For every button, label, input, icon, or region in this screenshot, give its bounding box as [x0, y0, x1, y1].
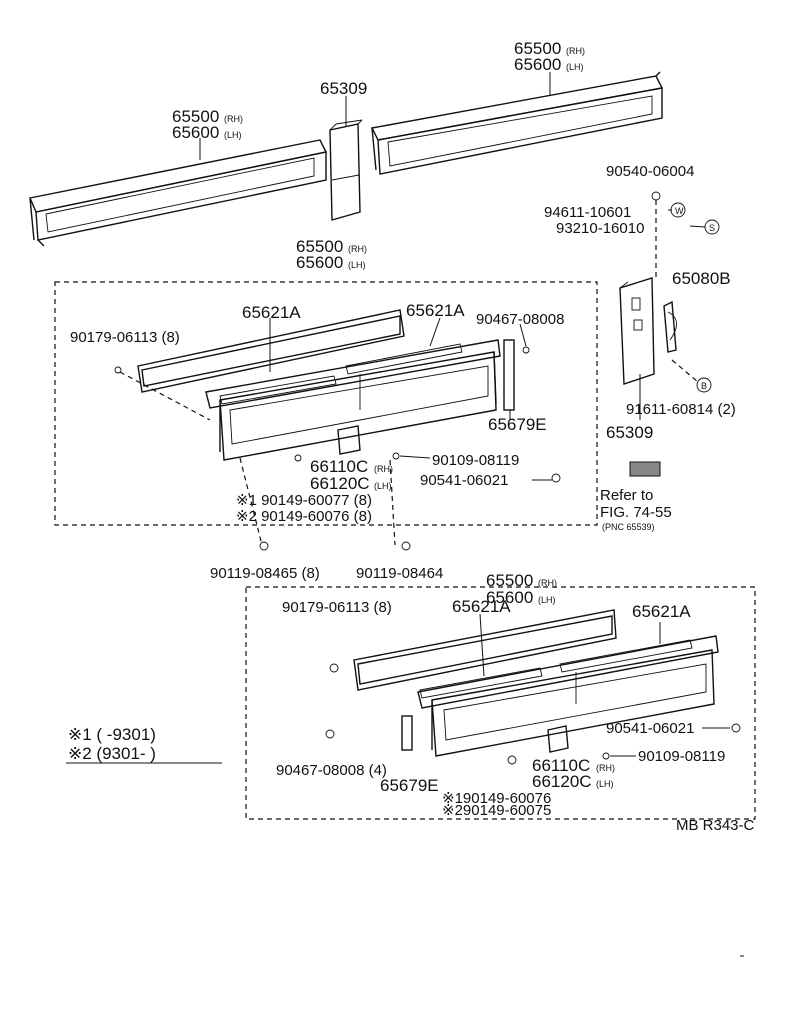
lbl-lower-90541: 90541-06021	[606, 720, 694, 737]
label-top-left: 65500 (RH) 65600 (LH)	[172, 107, 243, 142]
lower-stay-65679e	[401, 715, 413, 751]
lower-strip	[419, 639, 693, 699]
rh-tag: (RH)	[224, 114, 243, 124]
lbl-93210: 93210-16010	[556, 220, 644, 237]
lbl-mid-66120c: 66120C	[310, 474, 370, 493]
circle-b: B	[701, 381, 707, 391]
label-lower: 65500 (RH) 65600 (LH)	[486, 571, 557, 607]
lower-frame	[417, 635, 719, 757]
rh-tag: (RH)	[596, 763, 615, 773]
lbl-mid-note1: ※1 90149-60077 (8)	[236, 492, 372, 509]
lbl-mid-lh: 65600	[296, 253, 343, 272]
lbl-mid-65621a-1: 65621A	[242, 303, 301, 322]
top-left-panel	[29, 139, 328, 247]
lbl-refer-3: (PNC 65539)	[602, 522, 655, 532]
lbl-bolt-1: 90119-08465 (8)	[210, 565, 320, 582]
mid-cover-panel	[137, 309, 405, 393]
lbl-bolt-2: 90119-08464	[356, 565, 443, 582]
rh-tag: (RH)	[374, 464, 393, 474]
lbl-mid-66110c: 66110C	[310, 457, 368, 476]
lower-cover-panel	[353, 609, 617, 691]
lh-tag: (LH)	[348, 260, 366, 270]
lbl-94611: 94611-10601	[544, 204, 631, 221]
mid-stay-65679e	[503, 339, 515, 411]
lbl-top-left-rh: 65500	[172, 107, 219, 126]
lbl-mid-90109: 90109-08119	[432, 452, 519, 469]
rh-tag: (RH)	[538, 578, 557, 588]
mid-hinge	[337, 425, 361, 455]
lbl-top-left-lh: 65600	[172, 123, 219, 142]
lbl-top-right-rh: 65500	[514, 39, 561, 58]
lower-box	[245, 586, 756, 820]
lbl-mid-65621a-2: 65621A	[406, 301, 465, 320]
right-bracket-65309	[619, 277, 655, 385]
lh-tag: (LH)	[596, 779, 614, 789]
refer-block	[629, 461, 661, 477]
mid-box	[54, 281, 598, 526]
circle-w: W	[675, 206, 684, 216]
label-top-right: 65500 (RH) 65600 (LH)	[514, 39, 585, 74]
lbl-lower-66120c: 66120C	[532, 772, 592, 791]
lbl-lower-screw: 90179-06113 (8)	[282, 599, 392, 616]
lbl-lower-66110c: 66110C	[532, 756, 590, 775]
top-center-bracket	[329, 119, 363, 221]
footnote-1: ※1 ( -9301)	[68, 725, 156, 744]
lbl-mid-90467: 90467-08008	[476, 311, 564, 328]
mid-frame	[205, 339, 501, 461]
lbl-lower-65621a-2: 65621A	[632, 602, 691, 621]
lbl-lower-90109: 90109-08119	[638, 748, 725, 765]
footnote-2: ※2 (9301- )	[68, 744, 156, 763]
lbl-mid-90541: 90541-06021	[420, 472, 508, 489]
lbl-mid-note2: ※2 90149-60076 (8)	[236, 508, 372, 525]
lbl-mid-screw: 90179-06113 (8)	[70, 329, 180, 346]
lbl-lower-note1: ※190149-60076	[442, 790, 551, 807]
lbl-lower-note2: ※290149-60075	[442, 802, 551, 819]
label-mid: 65500 (RH) 65600 (LH)	[296, 237, 367, 272]
lbl-lower-rh: 65500	[486, 571, 533, 590]
lbl-refer-2: FIG. 74-55	[600, 504, 672, 521]
lbl-65309-right: 65309	[606, 423, 653, 442]
lbl-lower-90467: 90467-08008 (4)	[276, 762, 387, 779]
lbl-lower-65679e: 65679E	[380, 776, 439, 795]
lh-tag: (LH)	[566, 62, 584, 72]
lbl-lower-lh: 65600	[486, 588, 533, 607]
lbl-mid-65679e: 65679E	[488, 415, 547, 434]
circle-s: S	[709, 223, 715, 233]
lbl-90540: 90540-06004	[606, 163, 694, 180]
figure-code: MB R343-C	[676, 817, 755, 834]
lower-hinge	[547, 725, 569, 753]
rh-tag: (RH)	[566, 46, 585, 56]
lbl-top-center: 65309	[320, 79, 367, 98]
lh-tag: (LH)	[374, 481, 392, 491]
rh-tag: (RH)	[348, 244, 367, 254]
top-right-panel	[370, 71, 664, 175]
lbl-refer-1: Refer to	[600, 487, 653, 504]
lbl-lower-65621a-1: 65621A	[452, 597, 511, 616]
lh-tag: (LH)	[538, 595, 556, 605]
lbl-91611: 91611-60814 (2)	[626, 401, 736, 418]
right-latch-65080b	[663, 300, 677, 353]
mid-strip	[219, 343, 463, 405]
lbl-65080b: 65080B	[672, 269, 731, 288]
lbl-mid-rh: 65500	[296, 237, 343, 256]
lh-tag: (LH)	[224, 130, 242, 140]
lbl-top-right-lh: 65600	[514, 55, 561, 74]
